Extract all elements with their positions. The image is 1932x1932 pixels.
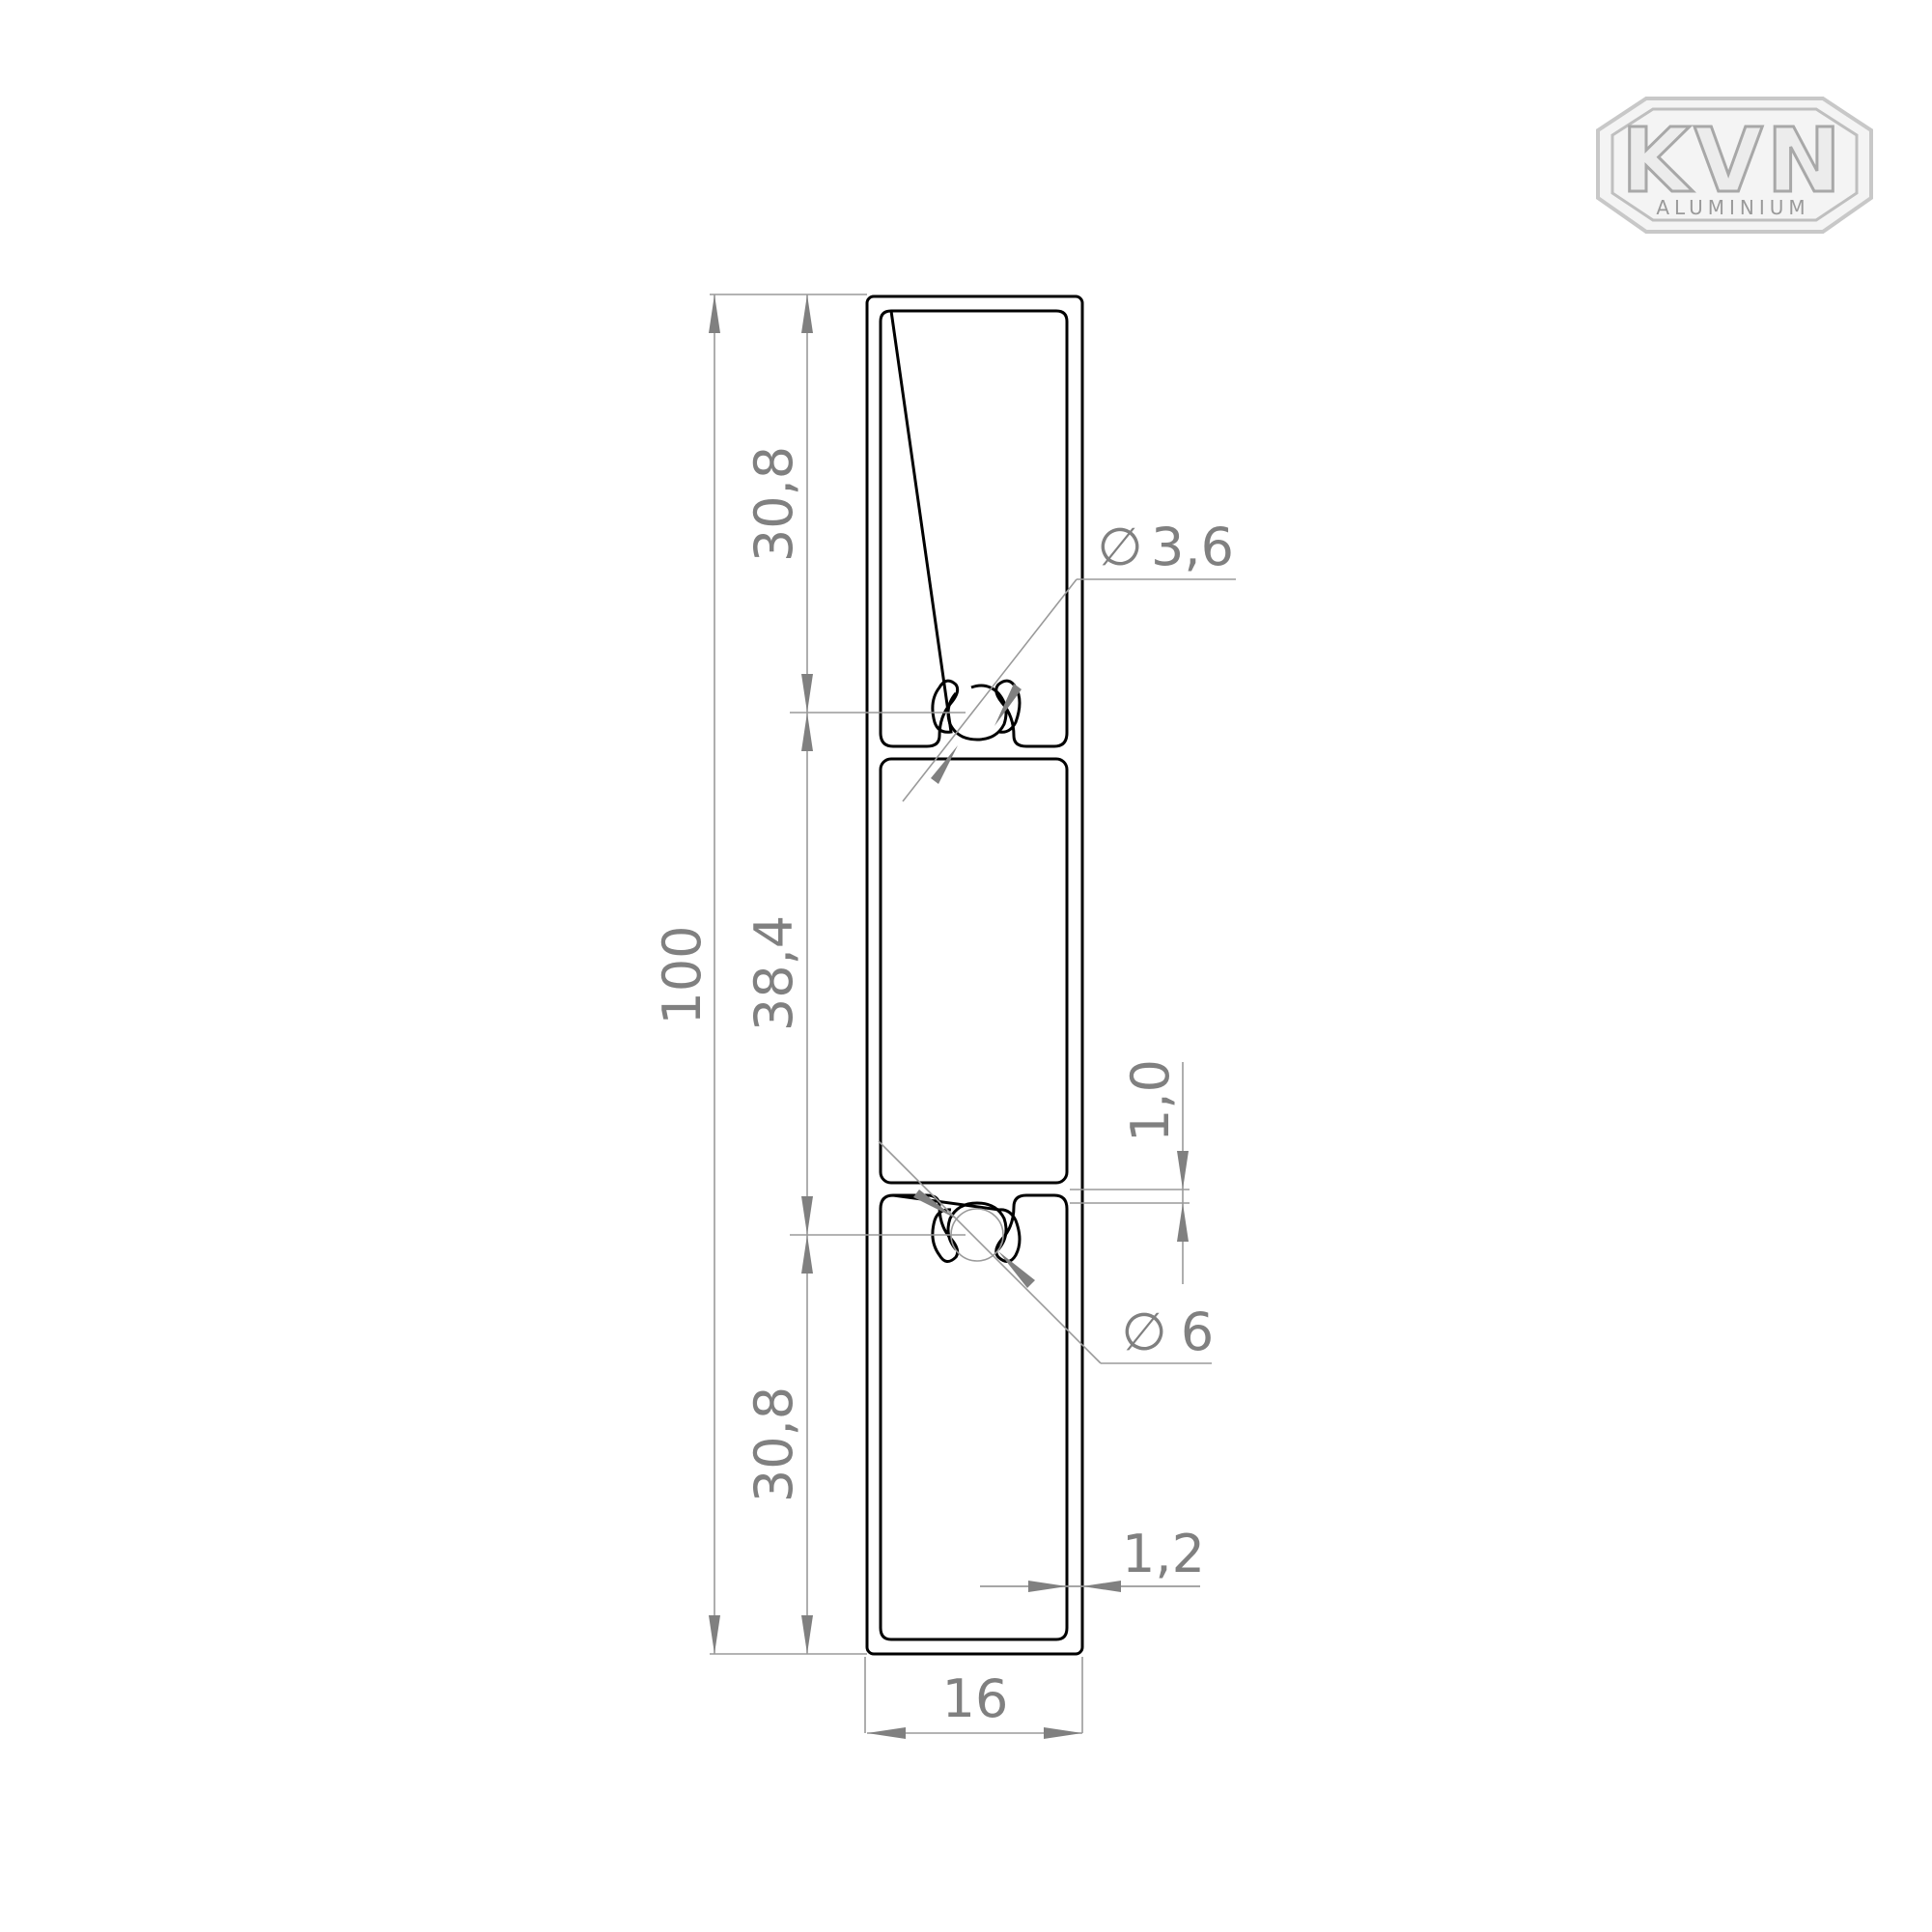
diameter-symbol-small: ∅	[1097, 517, 1142, 577]
dim-width: 16	[942, 1668, 1009, 1729]
dimension-labels: 100 30,8 38,4 30,8 16 1,0 1,2 ∅ 3,6 ∅ 6	[652, 446, 1234, 1729]
dim-web-thickness: 1,0	[1120, 1059, 1181, 1142]
diameter-symbol-large: ∅	[1121, 1302, 1166, 1362]
logo-brand: KVN	[1621, 109, 1845, 212]
profile-outline	[865, 294, 1084, 1656]
bottom-chamber	[879, 1193, 1069, 1641]
dim-wall-thickness: 1,2	[1122, 1524, 1205, 1584]
dim-middle-chamber: 38,4	[743, 915, 804, 1031]
top-clip	[946, 684, 1008, 742]
dim-small-hole-diameter: 3,6	[1151, 517, 1234, 577]
dim-total-height: 100	[652, 925, 713, 1024]
kvn-aluminium-logo: KVN ALUMINIUM	[1596, 97, 1873, 234]
bottom-clip	[946, 1201, 1008, 1250]
top-chamber	[879, 309, 1069, 748]
logo-subtitle: ALUMINIUM	[1656, 196, 1809, 219]
dim-top-chamber: 30,8	[743, 446, 804, 562]
middle-chamber	[879, 757, 1069, 1185]
dim-bottom-chamber: 30,8	[743, 1386, 804, 1502]
arrow-heads	[709, 294, 1189, 1739]
dim-large-hole-diameter: 6	[1181, 1302, 1214, 1362]
outer-shell	[865, 294, 1084, 1656]
